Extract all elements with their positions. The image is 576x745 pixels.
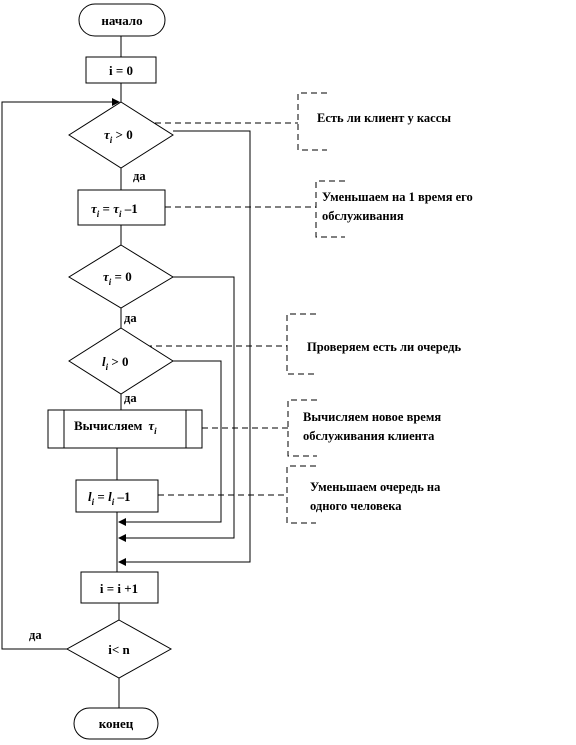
- yes-label-decision2: да: [124, 311, 137, 325]
- note-client-present: Есть ли клиент у кассы: [317, 111, 451, 125]
- note-decrement-line2: обслуживания: [322, 209, 404, 223]
- note-queue-line1: Уменьшаем очередь на: [310, 480, 441, 494]
- decision-time-zero: [68, 244, 174, 309]
- init-label: i = 0: [109, 63, 133, 78]
- init-process-box: [85, 56, 157, 84]
- bracket-note4: [287, 399, 317, 457]
- compute-subprocess-box: [47, 409, 203, 449]
- start-terminal: [78, 3, 166, 37]
- end-label: конец: [99, 716, 134, 731]
- increment-label: i = i +1: [100, 581, 138, 596]
- note-queue-line2: одного человека: [310, 499, 402, 513]
- decision-queue-nonempty: [68, 327, 174, 395]
- note-decrement-line1: Уменьшаем на 1 время его: [322, 190, 473, 204]
- yes-label-loop: да: [29, 628, 42, 642]
- bracket-note1: [297, 92, 327, 151]
- no-branch-decision3: [118, 360, 222, 526]
- start-label: начало: [101, 13, 142, 28]
- decision-client-present: [68, 101, 174, 169]
- queue-decrement-box: [75, 479, 159, 513]
- note-check-queue: Проверяем есть ли очередь: [307, 340, 461, 354]
- loop-check-label: i< n: [108, 642, 130, 657]
- yes-label-decision3: да: [124, 391, 137, 405]
- increment-process-box: [80, 571, 159, 604]
- no-branch-decision2: [118, 276, 235, 542]
- note-compute-line1: Вычисляем новое время: [303, 410, 441, 424]
- yes-label-decision1: да: [133, 169, 146, 183]
- decrement-process-box: [77, 189, 166, 226]
- bracket-note5: [286, 465, 316, 524]
- decision-client-formula: τi > 0: [104, 127, 133, 145]
- loop-back-edge: [1, 98, 120, 650]
- decision-loop-check: [65, 619, 173, 679]
- queue-decrement-formula: li = li –1: [88, 489, 130, 507]
- bracket-note2: [315, 180, 345, 238]
- decision-queue-formula: li > 0: [102, 354, 129, 372]
- bracket-note3: [286, 313, 316, 375]
- decrement-formula: τi = τi –1: [91, 201, 138, 219]
- decision-time-zero-formula: τi = 0: [103, 269, 132, 287]
- note-compute-line2: обслуживания клиента: [303, 429, 435, 443]
- end-terminal: [73, 707, 159, 740]
